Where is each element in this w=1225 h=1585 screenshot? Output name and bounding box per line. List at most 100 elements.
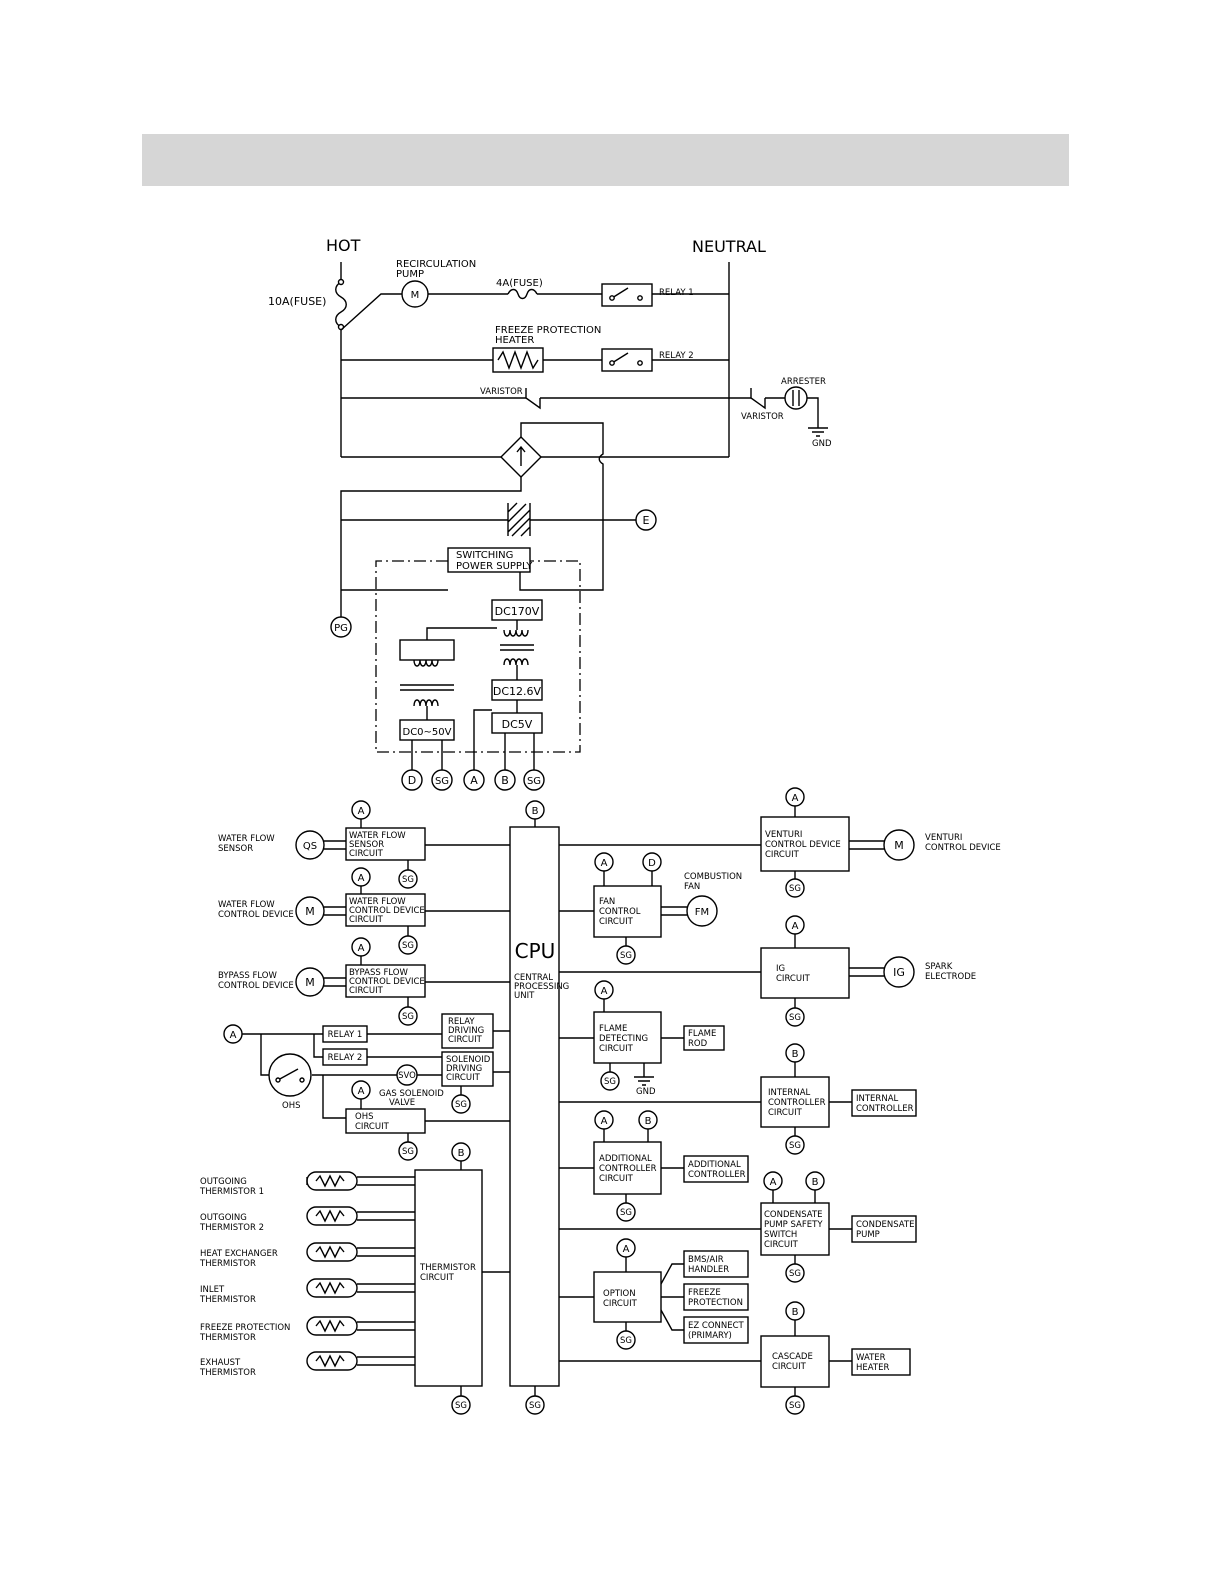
box-label: FAN <box>599 897 615 907</box>
thermistor-label: THERMISTOR 1 <box>199 1187 264 1197</box>
water-flow-control-circuit <box>345 893 426 927</box>
ig-symbol: IG <box>893 966 905 979</box>
node-label: SG <box>455 1401 467 1411</box>
relay-2-switch <box>601 348 653 372</box>
recirc-pump-label: PUMP <box>396 269 424 280</box>
rail-node-sg <box>523 769 545 791</box>
box-label: IG <box>776 964 785 974</box>
box-label: SENSOR <box>349 840 384 850</box>
earth-node <box>635 509 657 531</box>
hot-label: HOT <box>326 236 361 255</box>
box-label: CIRCUIT <box>776 974 811 984</box>
recirculation-pump-motor-icon <box>401 280 429 308</box>
rail-label: SG <box>435 776 449 787</box>
box-label: CASCADE <box>772 1352 813 1362</box>
wire <box>360 819 409 870</box>
node-label: SG <box>529 1401 541 1411</box>
transformer-secondary-icon <box>503 658 529 666</box>
box-label: CONTROLLER <box>768 1098 826 1108</box>
wire <box>324 840 510 850</box>
fuse-terminal <box>337 278 345 286</box>
node-label: B <box>792 1049 799 1060</box>
box-label: CONTROLLER <box>856 1104 914 1114</box>
box-label: DRIVING <box>448 1026 484 1036</box>
water-flow-sensor-label: WATER FLOW <box>218 834 275 844</box>
pg-node <box>330 616 352 638</box>
venturi-label: CONTROL DEVICE <box>925 843 1001 853</box>
node-sg <box>600 1071 620 1091</box>
box-label: CIRCUIT <box>603 1299 638 1309</box>
node-label: SG <box>789 1013 801 1023</box>
smps-box <box>447 547 531 573</box>
thermistor-label: OUTGOING <box>200 1213 247 1223</box>
wire <box>460 1161 510 1396</box>
node-sg <box>398 935 418 955</box>
box-label: BMS/AIR <box>688 1255 724 1265</box>
node-sg <box>616 1330 636 1350</box>
internal-controller-circuit <box>760 1076 830 1128</box>
thermistor-row: EXHAUST THERMISTOR <box>199 1351 415 1378</box>
node-label: SG <box>789 884 801 894</box>
bypass-flow-circuit <box>345 964 426 998</box>
condensate-pump-safety-circuit <box>760 1202 830 1256</box>
node-label: SG <box>789 1401 801 1411</box>
box-label: CIRCUIT <box>768 1108 803 1118</box>
freeze-heater-label: HEATER <box>495 335 534 346</box>
combustion-fan-label: FAN <box>684 882 700 892</box>
box-label: CIRCUIT <box>599 1174 634 1184</box>
header-banner <box>142 134 1069 186</box>
wire <box>360 886 409 936</box>
box-label: CONTROL DEVICE <box>765 840 841 850</box>
solenoid-driving-circuit <box>441 1051 494 1087</box>
cpu-sub-label: PROCESSING <box>514 982 569 992</box>
switch-contact <box>275 1077 281 1083</box>
thermistor-label: FREEZE PROTECTION <box>200 1323 290 1333</box>
option-circuit <box>593 1271 662 1323</box>
box-label: WATER FLOW <box>349 897 406 907</box>
rail-node-sg <box>431 769 453 791</box>
node-label: B <box>532 806 539 817</box>
node-sg <box>785 1007 805 1027</box>
relay-1-box <box>322 1025 368 1043</box>
additional-controller-box <box>683 1155 749 1183</box>
node-label: SG <box>402 1012 414 1022</box>
box-label: CIRCUIT <box>448 1035 483 1045</box>
node-label: B <box>458 1148 465 1159</box>
combustion-fan-label: COMBUSTION <box>684 872 742 882</box>
motor-icon <box>295 896 325 926</box>
node-label: SG <box>789 1141 801 1151</box>
dc-0-50v-regulator <box>399 639 455 661</box>
venturi-control-circuit <box>760 816 850 872</box>
box-label: FLAME <box>599 1024 627 1034</box>
box-label: DRIVING <box>446 1064 482 1074</box>
node-label: A <box>230 1030 237 1041</box>
node-label: SG <box>402 875 414 885</box>
water-flow-sensor-circuit <box>345 827 426 861</box>
box-label: CONTROLLER <box>599 1164 657 1174</box>
spark-electrode-label: ELECTRODE <box>925 972 976 982</box>
rail-node-b <box>494 769 516 791</box>
gas-solenoid-valve-icon <box>396 1064 418 1086</box>
water-flow-control-label: CONTROL DEVICE <box>218 910 294 920</box>
box-label: PUMP <box>856 1230 880 1240</box>
switch-contact <box>609 295 615 301</box>
ohs-label: OHS <box>282 1101 300 1111</box>
thermistor-label: THERMISTOR <box>199 1259 256 1269</box>
ohs-switch-icon <box>268 1053 312 1097</box>
box-label: OPTION <box>603 1289 636 1299</box>
condensate-pump-box <box>851 1215 917 1243</box>
cpu-sub-label: UNIT <box>514 991 535 1001</box>
relay-2-label: RELAY 2 <box>659 351 694 361</box>
wire <box>559 1190 852 1264</box>
dc5v-box <box>491 712 543 734</box>
relay-1-label: RELAY 1 <box>328 1030 363 1040</box>
wire <box>559 806 885 879</box>
flame-rod-box <box>683 1025 725 1051</box>
box-label: CIRCUIT <box>349 915 384 925</box>
dc-0-50v-box <box>399 719 455 741</box>
node-sg <box>785 1135 805 1155</box>
thermistor-row: HEAT EXCHANGER THERMISTOR <box>199 1242 415 1269</box>
node-label: SG <box>455 1100 467 1110</box>
transformer-core-icon <box>500 644 534 651</box>
cpu-section: B CPU CENTRAL PROCESSING UNIT SG <box>509 800 569 1415</box>
